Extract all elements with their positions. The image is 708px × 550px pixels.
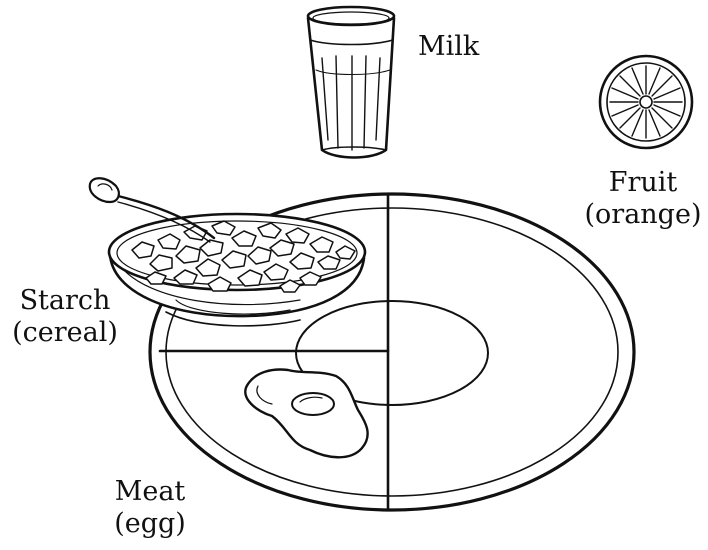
milk-label: Milk bbox=[418, 31, 479, 63]
milk-glass-icon bbox=[308, 7, 394, 158]
fruit-label-line1: Fruit bbox=[580, 167, 706, 199]
fruit-label-line2: (orange) bbox=[580, 199, 706, 231]
meat-label-line1: Meat bbox=[95, 476, 205, 508]
starch-label: Starch (cereal) bbox=[0, 285, 130, 349]
starch-label-line1: Starch bbox=[0, 285, 130, 317]
milk-label-line1: Milk bbox=[418, 31, 479, 63]
meat-label-line2: (egg) bbox=[95, 508, 205, 540]
meat-label: Meat (egg) bbox=[95, 476, 205, 540]
fruit-label: Fruit (orange) bbox=[580, 167, 706, 231]
orange-half-icon bbox=[600, 56, 692, 148]
starch-label-line2: (cereal) bbox=[0, 317, 130, 349]
